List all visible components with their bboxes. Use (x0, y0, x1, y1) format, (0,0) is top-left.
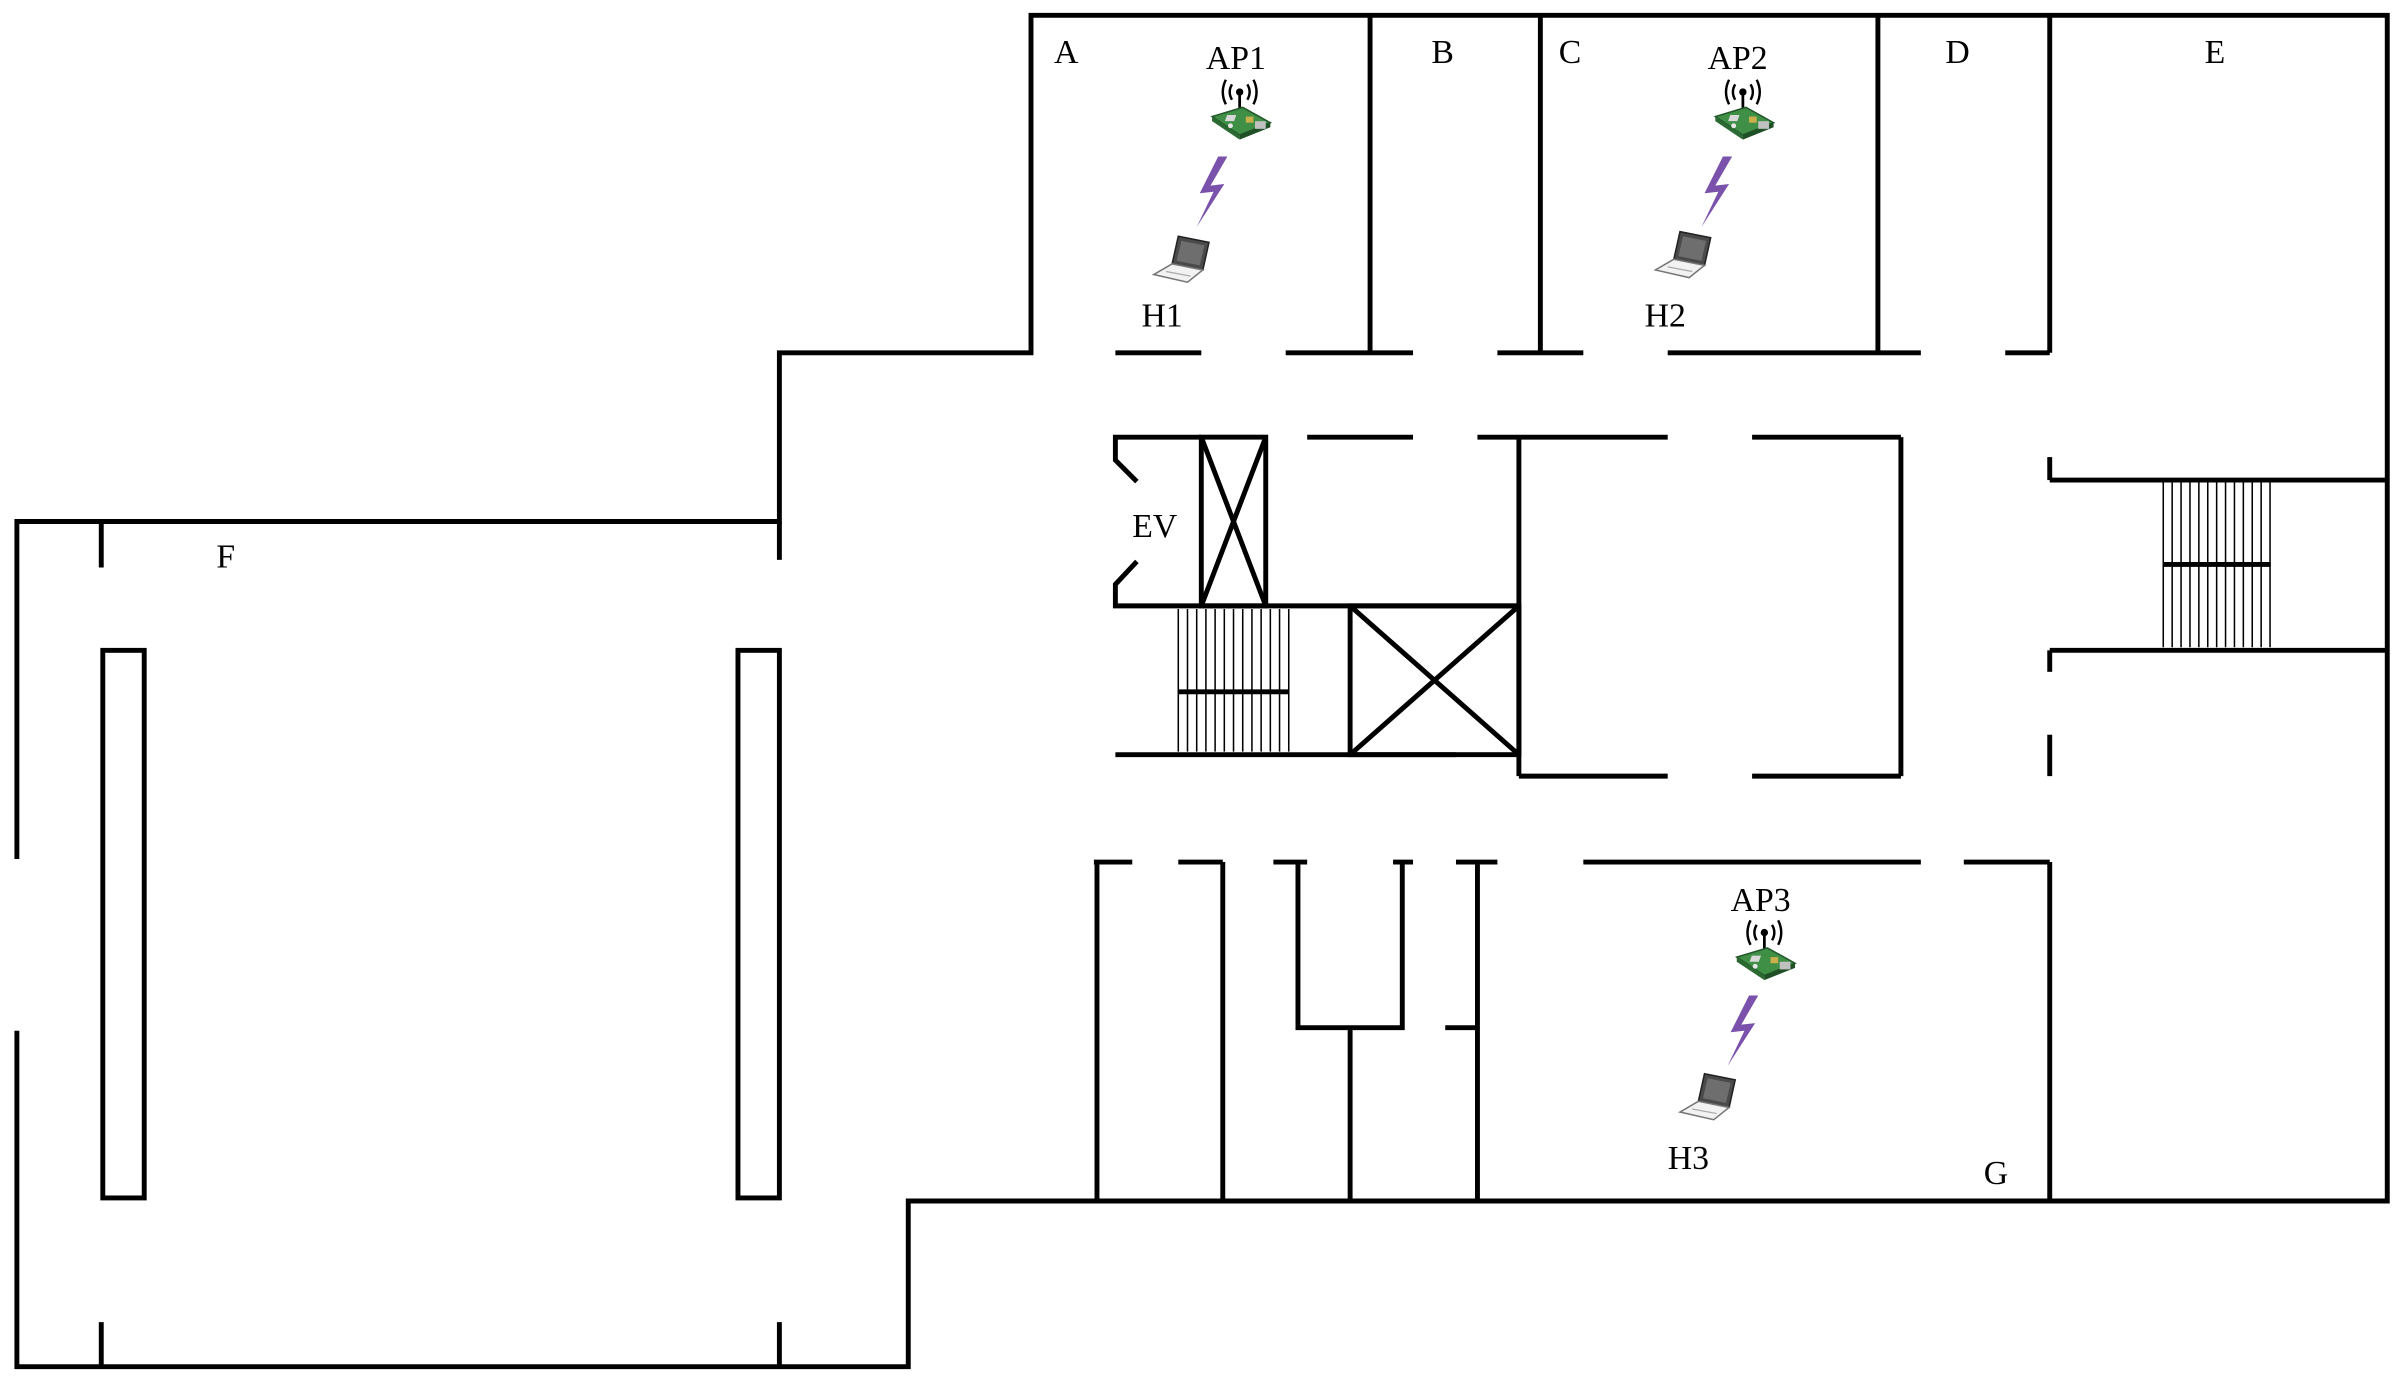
h1-laptop-icon (1152, 235, 1210, 283)
elevator-label: EV (1132, 508, 1177, 545)
outer-walls (14, 12, 2390, 1370)
room-labels: A B C D E F G EV (216, 34, 2225, 1192)
ap1-wireless-link-icon (1196, 156, 1228, 228)
top-rooms (1115, 15, 2053, 356)
ap2-label: AP2 (1708, 40, 1768, 77)
elevator (1112, 434, 1519, 609)
ap2-wireless-link-icon (1701, 156, 1733, 228)
column-left (100, 647, 147, 1201)
ap3-wireless-link-icon (1727, 995, 1759, 1067)
core (1112, 434, 1904, 779)
ap3-router-icon (1735, 918, 1797, 982)
column-right (735, 647, 782, 1201)
room-label-b: B (1431, 34, 1454, 71)
room-label-d: D (1945, 34, 1969, 71)
h2-label: H2 (1645, 298, 1686, 335)
room-label-g: G (1984, 1155, 2008, 1192)
bottom-rooms (1093, 859, 2053, 1202)
ap1-label: AP1 (1206, 40, 1266, 77)
stair-right (2047, 457, 2388, 777)
room-label-a: A (1054, 34, 1079, 71)
ap1-router-icon (1210, 78, 1272, 141)
h3-laptop-icon (1679, 1072, 1736, 1121)
h2-laptop-icon (1654, 230, 1712, 279)
h3-label: H3 (1668, 1140, 1709, 1177)
ap3-label: AP3 (1731, 882, 1791, 919)
ap2-router-icon (1713, 78, 1775, 141)
network-devices: AP1 H1 AP2 H2 AP3 H3 (1141, 40, 1797, 1177)
room-label-f: F (216, 539, 235, 576)
room-label-c: C (1559, 34, 1582, 71)
stair-left (1177, 608, 1290, 752)
wing-f (98, 521, 782, 1367)
h1-label: H1 (1141, 298, 1182, 335)
room-label-e: E (2205, 34, 2226, 71)
